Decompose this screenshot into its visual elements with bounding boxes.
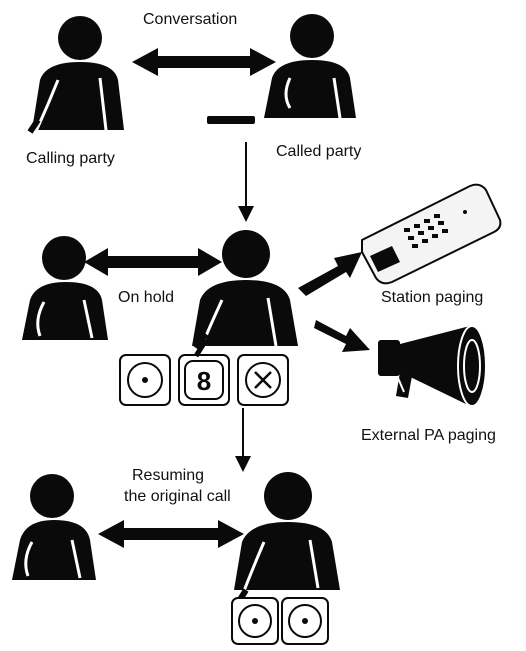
key-dot-hold (119, 354, 171, 406)
phone-handset-icon (207, 116, 255, 124)
hold-arrow (84, 248, 222, 276)
station-phone-icon (361, 183, 502, 285)
resume-arrow (98, 520, 244, 548)
arrow-to-external-pa (314, 320, 370, 352)
label-resuming-line2: the original call (124, 488, 231, 505)
megaphone-icon (378, 325, 487, 407)
key-dot-resume-2 (281, 597, 329, 645)
label-called-party: Called party (276, 143, 362, 160)
label-calling-party: Calling party (26, 150, 115, 167)
resumed-party-person-icon (12, 474, 96, 580)
arrow-to-station-paging (298, 252, 362, 296)
label-on-hold: On hold (118, 289, 175, 306)
conversation-arrow (132, 48, 276, 76)
key-x (237, 354, 289, 406)
label-external-pa-paging: External PA paging (361, 427, 496, 444)
label-resuming-line1: Resuming (132, 467, 205, 484)
operator-resume-person-icon (233, 472, 340, 608)
calling-party-person-icon (27, 16, 124, 141)
label-conversation: Conversation (143, 11, 238, 28)
key-eight-digit: 8 (197, 366, 211, 396)
operator-person-icon (192, 230, 298, 351)
called-party-person-icon (264, 14, 356, 119)
key-dot-resume-1 (231, 597, 279, 645)
key-eight: 8 (178, 338, 230, 406)
held-party-person-icon (22, 236, 108, 340)
label-station-paging: Station paging (381, 289, 484, 306)
